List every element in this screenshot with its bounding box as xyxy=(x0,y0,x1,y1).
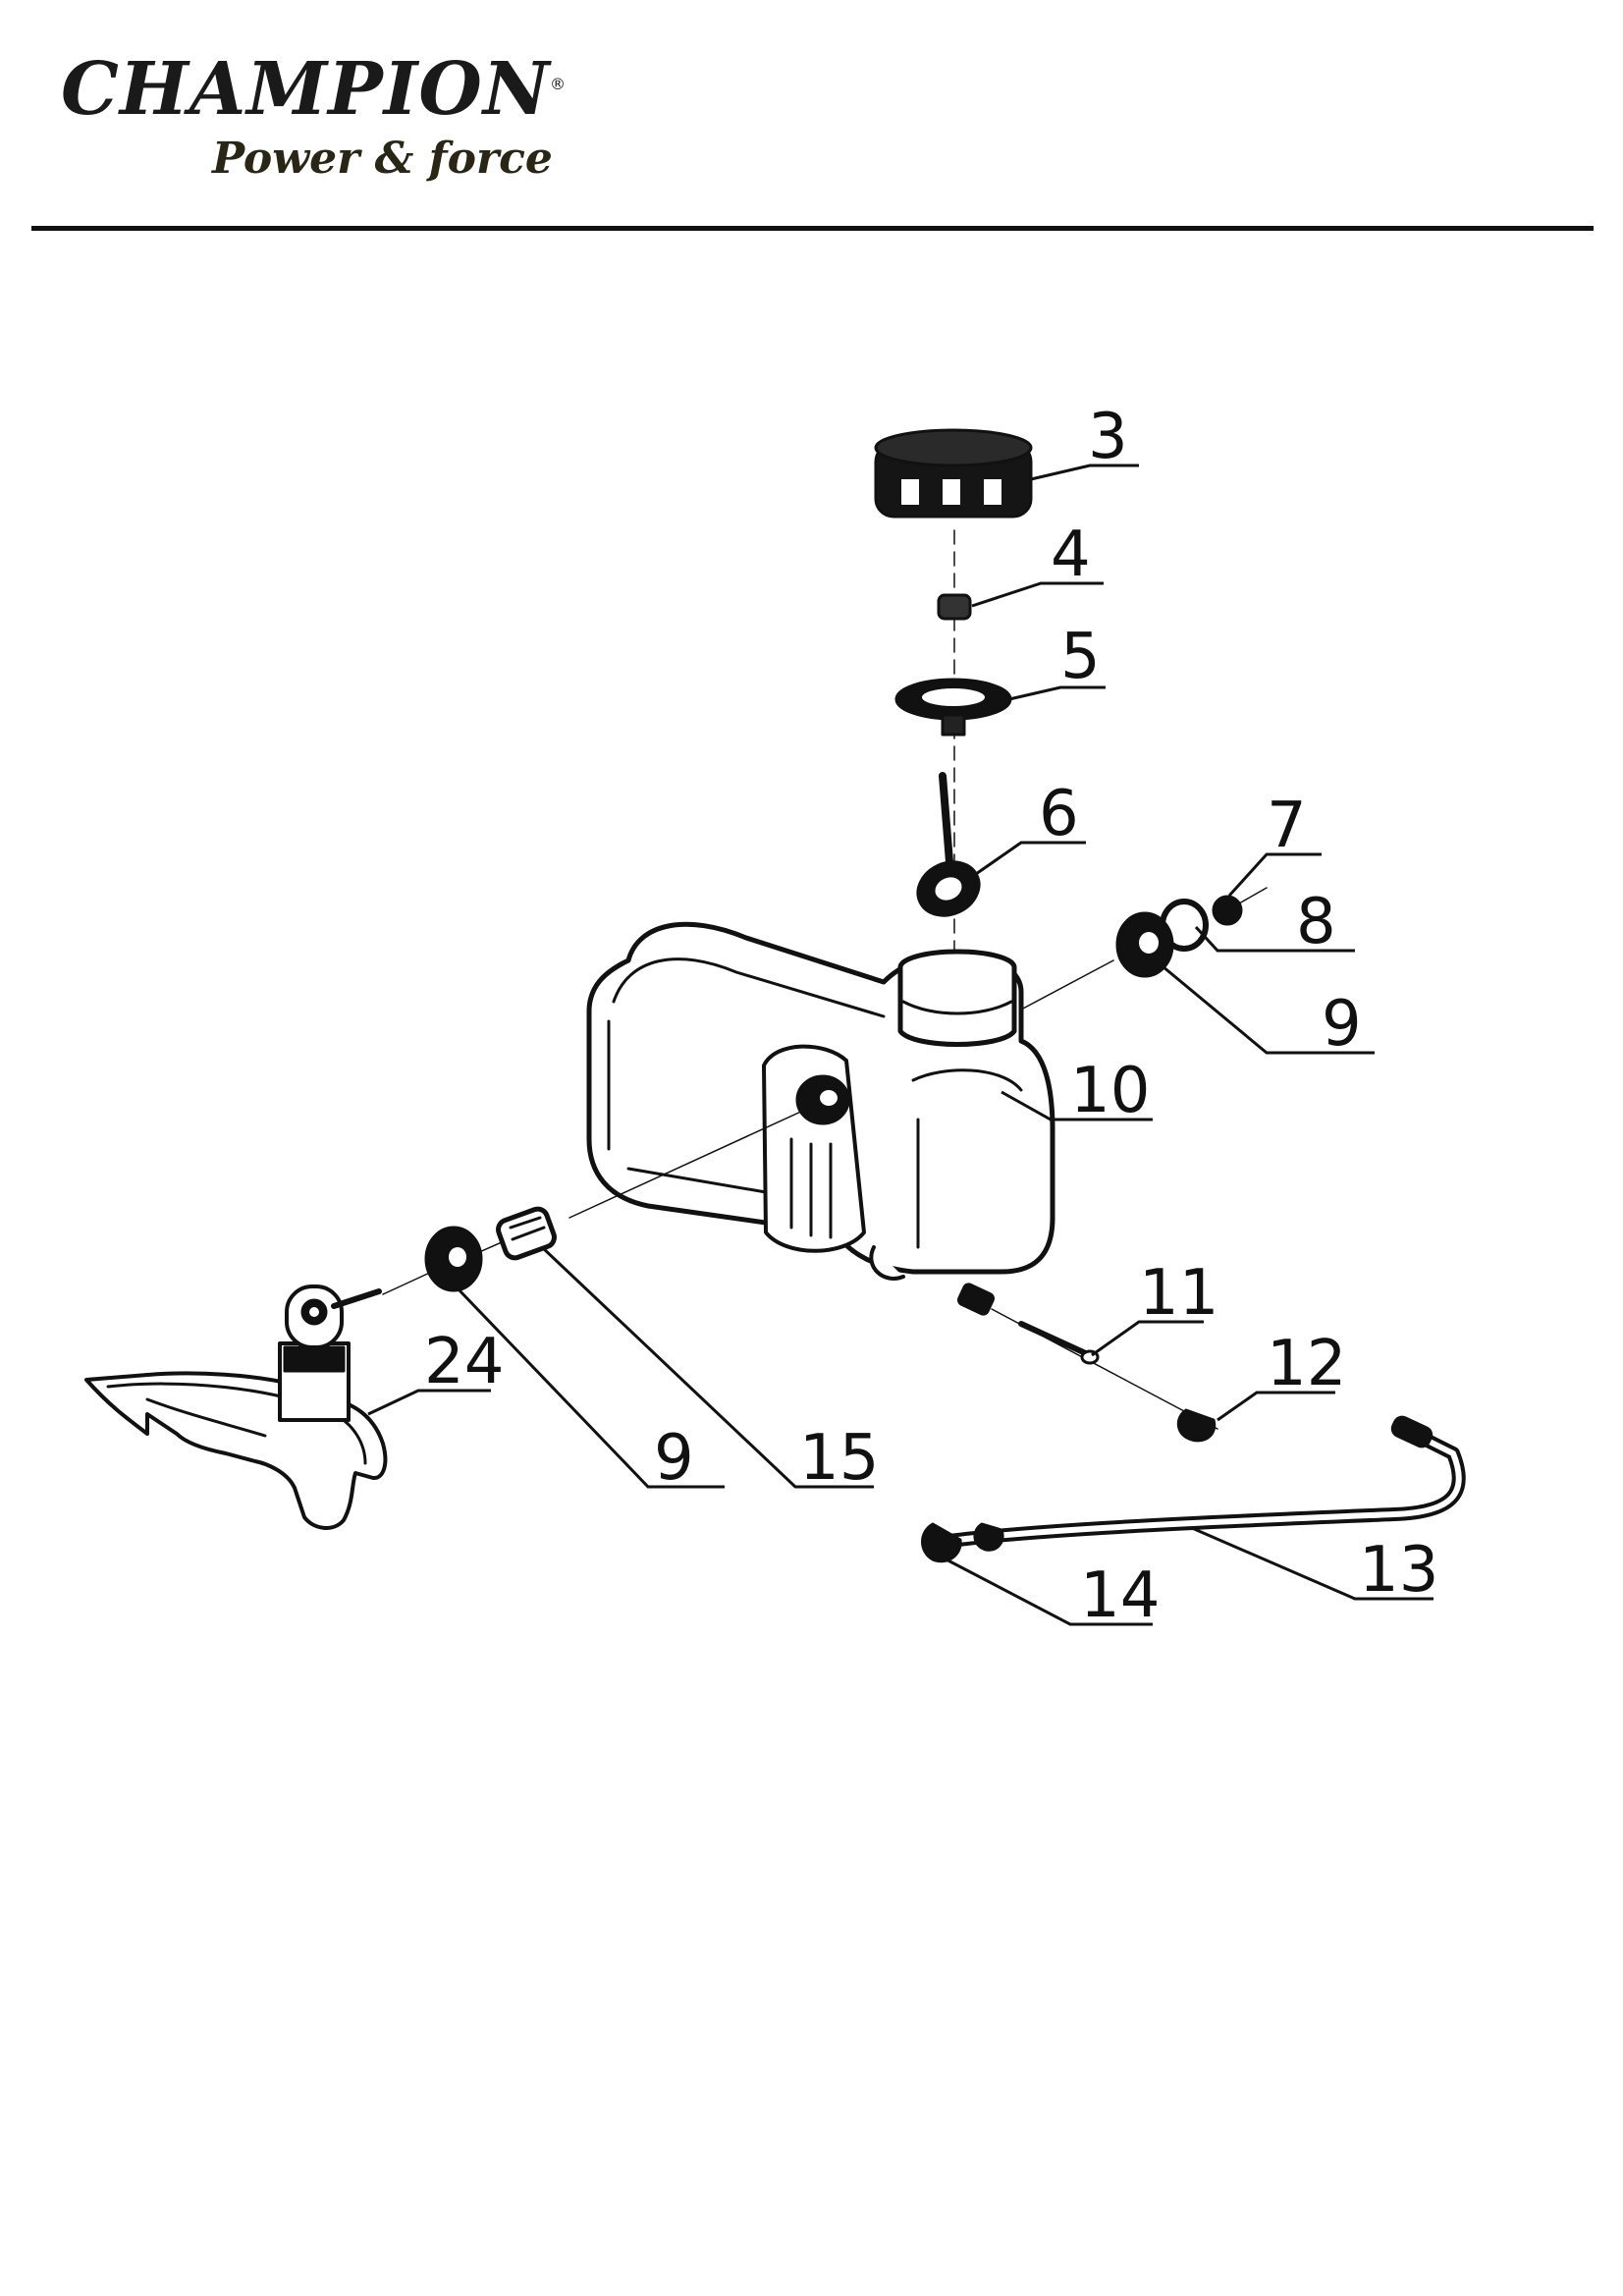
callout-labels: 3 4 5 6 7 8 9 10 11 12 13 14 15 9 24 xyxy=(424,401,1438,1632)
fuel-hose-part xyxy=(921,1415,1466,1563)
callout-6: 6 xyxy=(1039,778,1079,850)
callout-4: 4 xyxy=(1051,519,1091,591)
bracket-part xyxy=(84,1285,388,1530)
callout-24: 24 xyxy=(424,1326,504,1398)
brand-tagline: Power & force xyxy=(212,134,553,184)
callout-3: 3 xyxy=(1088,401,1128,473)
callout-9-left: 9 xyxy=(654,1422,694,1495)
callout-11: 11 xyxy=(1139,1257,1218,1330)
callout-13: 13 xyxy=(1359,1534,1438,1607)
brand-name: CHAMPION xyxy=(61,47,551,132)
hose-fittings xyxy=(991,1308,1218,1443)
header-divider xyxy=(31,226,1594,231)
callout-9-right: 9 xyxy=(1322,988,1362,1061)
registered-mark: ® xyxy=(550,75,566,93)
callout-5: 5 xyxy=(1060,621,1101,693)
breather-part xyxy=(916,772,981,917)
callout-8: 8 xyxy=(1296,886,1336,958)
fuel-tank-part xyxy=(586,921,1055,1316)
callout-14: 14 xyxy=(1080,1559,1160,1632)
bushing-part xyxy=(496,1206,557,1261)
callout-7: 7 xyxy=(1267,790,1307,862)
callout-15: 15 xyxy=(799,1422,879,1495)
left-grommet-part xyxy=(424,1226,483,1292)
callout-leaders xyxy=(367,464,1434,1626)
callout-12: 12 xyxy=(1267,1328,1346,1400)
right-fittings xyxy=(1115,895,1243,978)
callout-10: 10 xyxy=(1070,1055,1150,1127)
fuel-cap-part xyxy=(874,428,1033,519)
cap-washer-part xyxy=(894,678,1012,737)
parts-drawing xyxy=(84,428,1466,1563)
small-gasket-part xyxy=(937,593,972,621)
champion-logo: CHAMPION ® Power & force xyxy=(61,53,571,191)
